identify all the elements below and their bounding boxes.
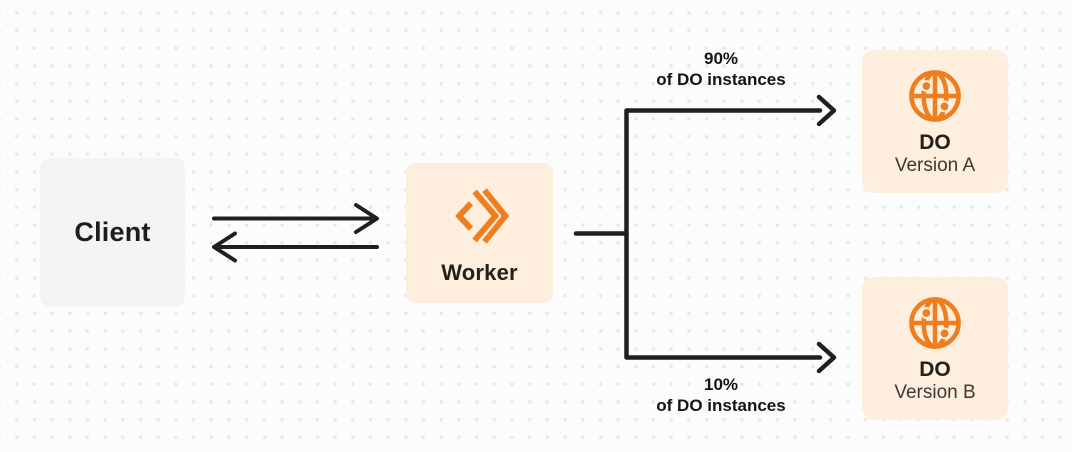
do-b-subtitle: Version B [894, 382, 976, 403]
do-a-title: DO [919, 131, 951, 154]
worker-label: Worker [441, 260, 518, 285]
split-label-90: 90% of DO instances [611, 48, 831, 90]
split-percent-10: 10% [703, 375, 739, 394]
node-do-version-a: DO Version A [862, 50, 1008, 193]
split-caption-10: of DO instances [656, 396, 786, 415]
client-label: Client [74, 217, 151, 247]
split-caption-90: of DO instances [656, 70, 786, 89]
node-worker: Worker [406, 163, 553, 303]
split-bracket-line [624, 108, 823, 360]
arrowhead-to-do-a [816, 94, 837, 127]
arrowhead-to-do-b [816, 341, 837, 374]
globe-icon [909, 70, 961, 122]
split-percent-90: 90% [703, 49, 739, 68]
node-do-version-b: DO Version B [862, 277, 1008, 420]
do-b-title: DO [919, 358, 951, 381]
split-label-10: 10% of DO instances [611, 374, 831, 416]
do-a-subtitle: Version A [894, 155, 976, 176]
arrow-client-to-worker [212, 203, 379, 234]
globe-icon [909, 297, 961, 349]
workers-chevrons-icon [454, 188, 509, 244]
node-client: Client [40, 158, 185, 307]
arrow-worker-to-client [212, 231, 379, 263]
